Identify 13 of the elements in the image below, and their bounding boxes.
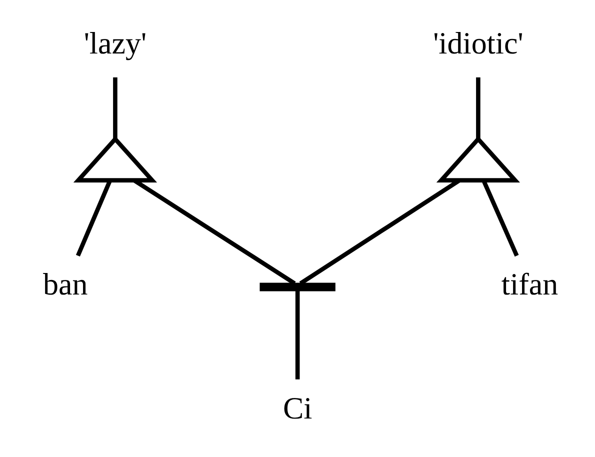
node-text: tifan — [500, 266, 558, 302]
node-text: 'lazy' — [83, 26, 146, 61]
connector — [112, 77, 117, 139]
connector — [294, 290, 300, 380]
connector — [476, 77, 480, 139]
node-triangle — [436, 136, 520, 182]
connector — [75, 180, 112, 257]
node-text: ban — [42, 266, 88, 302]
node-text: 'idiotic' — [432, 26, 523, 61]
node-triangle — [72, 136, 157, 182]
node-text: Ci — [282, 390, 312, 426]
connector — [481, 180, 518, 257]
node-bar — [259, 282, 335, 292]
